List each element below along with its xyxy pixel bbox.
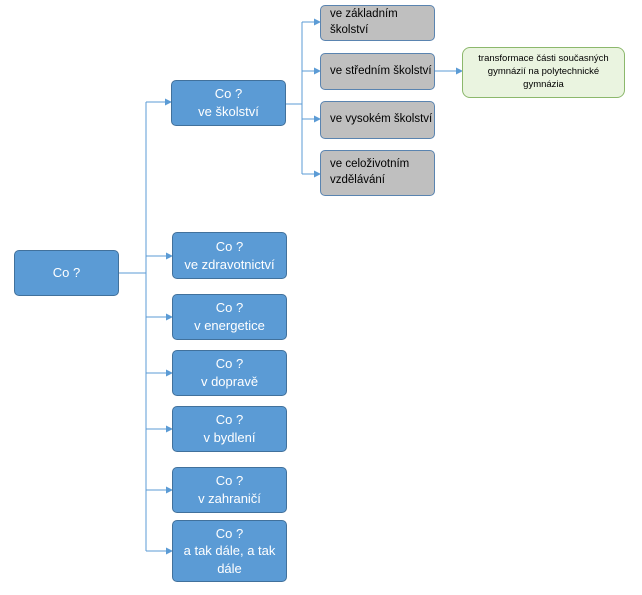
note-line-2: gymnázií na polytechnické xyxy=(487,66,600,78)
root-node: Co ? xyxy=(14,250,119,296)
topic-housing: Co ? v bydlení xyxy=(172,406,287,452)
topic-energy-label: v energetice xyxy=(194,318,265,333)
topic-housing-question: Co ? xyxy=(215,412,244,428)
topic-abroad-label: v zahraničí xyxy=(198,491,261,506)
level-higher-label: ve vysokém školství xyxy=(330,113,433,126)
level-primary: ve základním školství xyxy=(320,5,435,41)
topic-health-label: ve zdravotnictví xyxy=(184,256,275,272)
topic-housing-label: v bydlení xyxy=(203,430,256,445)
topic-transport-question: Co ? xyxy=(215,356,244,372)
secondary-transformation-note: transformace části současných gymnázií n… xyxy=(462,47,625,98)
topic-school: Co ? ve školství xyxy=(171,80,286,126)
level-lifelong-label-cont: vzdělávání xyxy=(330,174,385,186)
topic-transport: Co ? v dopravě xyxy=(172,350,287,396)
level-primary-label: ve základním školství xyxy=(330,8,398,36)
topic-health-question: Co ? xyxy=(215,238,244,254)
level-secondary: ve středním školství xyxy=(320,53,435,90)
topic-energy-question: Co ? xyxy=(215,300,244,316)
topic-school-label: ve školství xyxy=(198,104,259,119)
topic-transport-label: v dopravě xyxy=(200,374,259,389)
root-label: Co ? xyxy=(52,265,81,281)
topic-and-so-on-label: a tak dále, a tak xyxy=(183,543,276,559)
topic-abroad: Co ? v zahraničí xyxy=(172,467,287,513)
topic-and-so-on-question: Co ? xyxy=(215,525,244,541)
topic-health: Co ? ve zdravotnictví xyxy=(172,232,287,279)
topic-energy: Co ? v energetice xyxy=(172,294,287,340)
topic-school-question: Co ? xyxy=(214,86,243,102)
note-line-3: gymnázia xyxy=(523,78,564,90)
level-secondary-label: ve středním školství xyxy=(330,64,432,77)
topic-abroad-question: Co ? xyxy=(215,473,244,489)
level-higher: ve vysokém školství xyxy=(320,101,435,139)
topic-and-so-on: Co ? a tak dále, a tak dále xyxy=(172,520,287,582)
note-line-1: transformace části současných xyxy=(478,53,609,65)
level-lifelong: ve celoživotním vzdělávání xyxy=(320,150,435,196)
level-lifelong-label: ve celoživotním xyxy=(330,158,410,171)
topic-and-so-on-label-cont: dále xyxy=(217,560,242,576)
